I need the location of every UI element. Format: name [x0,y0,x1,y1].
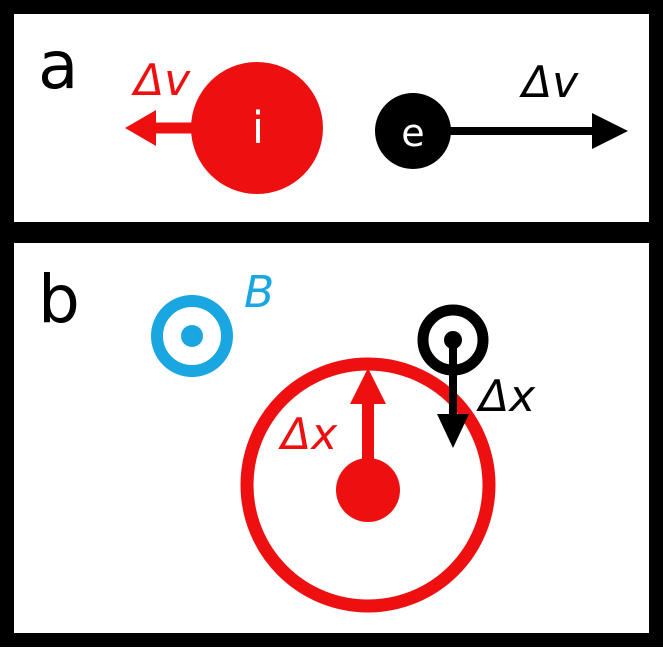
panel-a: a Δv i Δv e [0,0,663,236]
electron-displacement-arrow [437,345,469,448]
ion-orbit-circle [240,357,496,613]
ion-displacement-arrow [350,368,386,468]
panel-a-frame [0,0,663,236]
panel-a-letter: a [38,27,78,104]
panel-b-letter: b [38,261,80,338]
field-label: B [244,267,274,318]
electron-symbol: e [401,111,424,155]
ion-displacement-label: Δx [278,409,338,460]
electron-velocity-arrow [445,113,628,149]
electron-velocity-label: Δv [519,57,579,108]
panel-b-frame [0,229,663,647]
electron-particle: e [375,93,451,169]
ion-particle: i [191,62,323,194]
panel-b: b B Δx Δx [0,229,663,647]
electron-guiding-center [444,331,462,349]
ion-velocity-label: Δv [131,55,191,106]
ion-guiding-center [336,458,400,522]
dot-in-circle-icon [151,295,233,377]
ion-symbol: i [252,103,264,154]
electron-displacement-label: Δx [476,371,536,422]
